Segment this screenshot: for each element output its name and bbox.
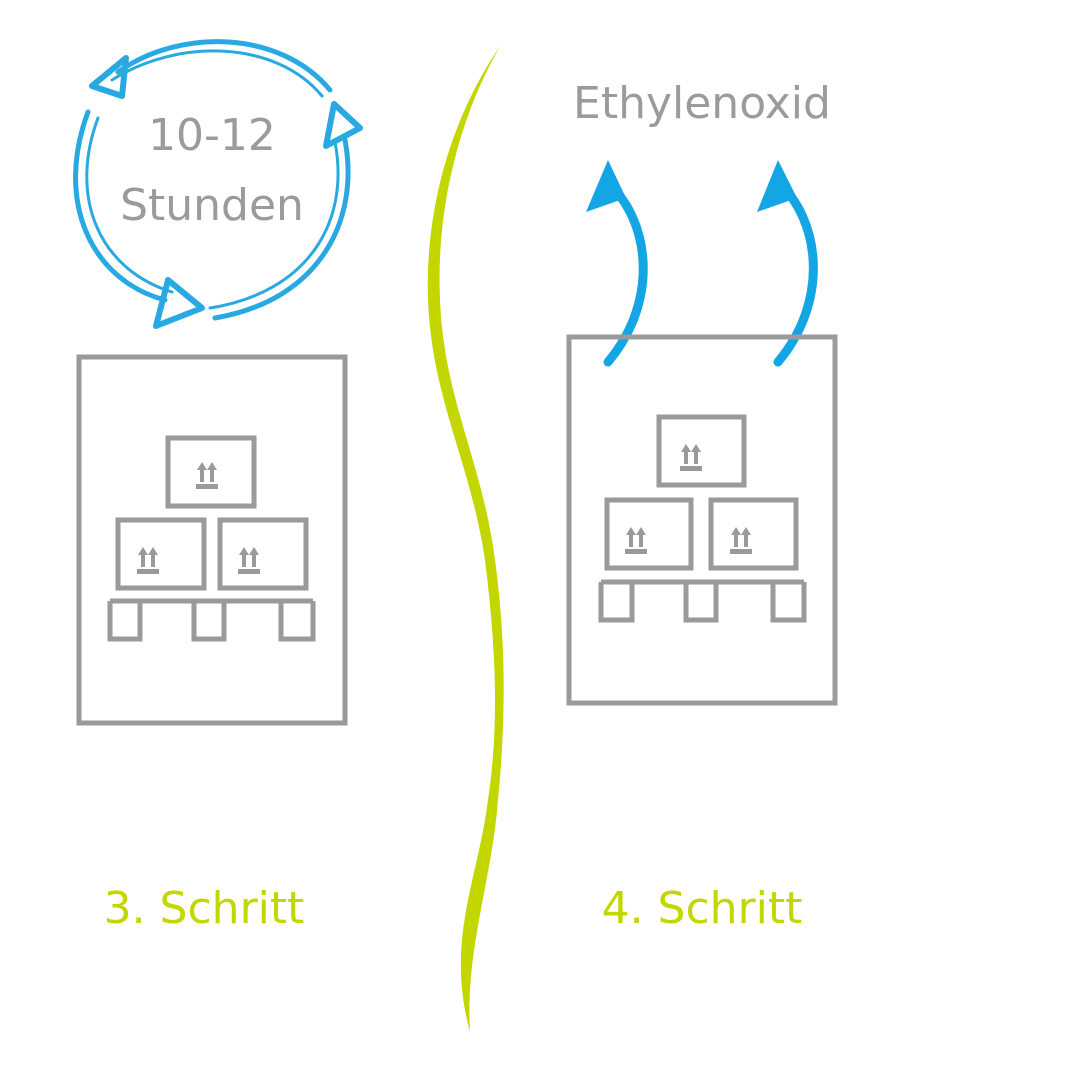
step3-label: 3. Schritt — [104, 883, 305, 934]
cycle-unit: Stunden — [120, 180, 304, 231]
gas-label: Ethylenoxid — [573, 78, 831, 129]
box-left — [115, 517, 207, 591]
chamber-step3 — [76, 354, 348, 726]
box-right — [708, 497, 799, 571]
chamber-frame — [566, 334, 838, 706]
package-icon — [625, 527, 647, 554]
cycle-arrowhead-top — [89, 55, 129, 99]
package-icon — [238, 547, 260, 574]
chamber-step4 — [566, 334, 838, 706]
cycle-icon — [73, 39, 363, 329]
vent-arrow-left — [586, 160, 648, 367]
box-top — [165, 435, 257, 509]
box-left — [604, 497, 694, 571]
pallet — [107, 598, 316, 642]
cycle-arrowhead-right — [323, 101, 363, 149]
step4-label: 4. Schritt — [602, 883, 803, 934]
chamber-frame — [76, 354, 348, 726]
vent-arrow-right — [757, 160, 818, 367]
upward-arrow-icon — [586, 160, 626, 212]
pallet — [598, 579, 807, 623]
cycle-time: 10-12 — [148, 110, 276, 161]
package-icon — [730, 527, 752, 554]
package-icon — [680, 444, 702, 471]
package-icon — [137, 547, 159, 574]
cycle-arrowhead-bottom — [153, 277, 205, 329]
box-top — [656, 414, 747, 488]
divider-stroke — [427, 46, 504, 1032]
upward-arrow-icon — [757, 160, 797, 212]
package-icon — [196, 462, 218, 489]
box-right — [217, 517, 309, 591]
